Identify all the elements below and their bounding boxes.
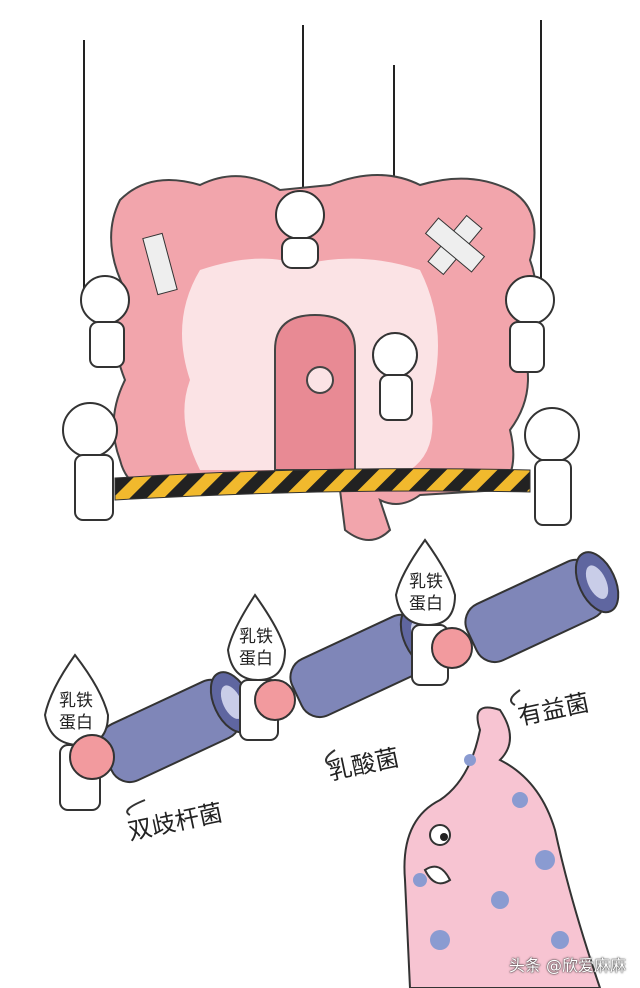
protein-label-3-line1: 乳铁 [409,572,443,592]
protein-label-2-line1: 乳铁 [239,627,273,647]
germ-monster [403,706,602,988]
cannon-label-probiotics: 有益菌 [515,689,591,731]
bandage [142,232,178,296]
lactoferrin-balls [69,627,473,780]
bandage-cross [424,214,486,276]
protein-label-3-line2: 蛋白 [409,594,443,614]
protein-label-2-line2: 蛋白 [239,649,273,669]
cannons [99,551,620,784]
watermark: 头条 @欣爱麻麻 [508,956,626,975]
hazard-tape [114,468,531,501]
door [274,313,356,471]
cannon-label-bifidobacterium: 双歧杆菌 [125,799,225,846]
cannon-label-lactobacillus: 乳酸菌 [325,744,401,786]
workers [62,190,580,526]
protein-label-1-line2: 蛋白 [59,713,93,733]
protein-label-1-line1: 乳铁 [59,691,93,711]
